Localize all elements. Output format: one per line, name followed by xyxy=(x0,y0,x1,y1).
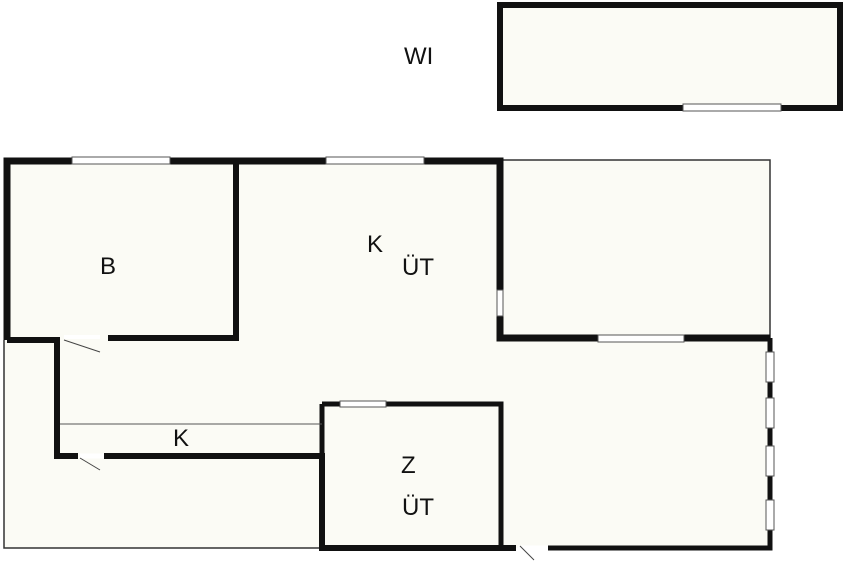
room-wi xyxy=(497,2,843,112)
living-window xyxy=(325,156,425,165)
bathroom-window xyxy=(339,400,387,408)
room-label-wi: WI xyxy=(404,43,433,70)
side-window xyxy=(496,289,504,317)
bedroom-door-leaf xyxy=(63,339,101,353)
right-wall-window-2 xyxy=(765,397,775,429)
corridor-left-wall xyxy=(7,337,78,459)
room-sub-label-kitchen: ÜT xyxy=(402,254,434,281)
entrance-door xyxy=(518,545,548,561)
main-floor xyxy=(3,156,775,561)
bedroom-right-wall xyxy=(108,161,239,341)
bedroom-door xyxy=(63,335,101,353)
floor-fill xyxy=(4,160,770,548)
room-label-bathroom: Z xyxy=(401,452,416,479)
right-wall-window-1 xyxy=(765,351,775,383)
top-wall xyxy=(3,157,770,342)
room-label-corridor: K xyxy=(173,425,189,452)
corridor-door-leaf xyxy=(79,457,101,471)
room-label-kitchen: K xyxy=(367,231,383,258)
room-sub-label-bathroom: ÜT xyxy=(402,494,434,521)
right-wall-window-4 xyxy=(765,499,775,531)
corridor-door xyxy=(79,453,104,471)
bedroom-window xyxy=(71,156,171,165)
right-wall-window-3 xyxy=(765,445,775,477)
right-window xyxy=(597,334,685,343)
corridor-lower-wall xyxy=(104,453,516,551)
wi-walls xyxy=(497,2,843,111)
wi-window xyxy=(682,103,782,112)
entrance-door-leaf xyxy=(519,545,535,561)
room-label-bedroom: B xyxy=(100,253,116,280)
outer-outline-lower-left xyxy=(3,340,322,549)
